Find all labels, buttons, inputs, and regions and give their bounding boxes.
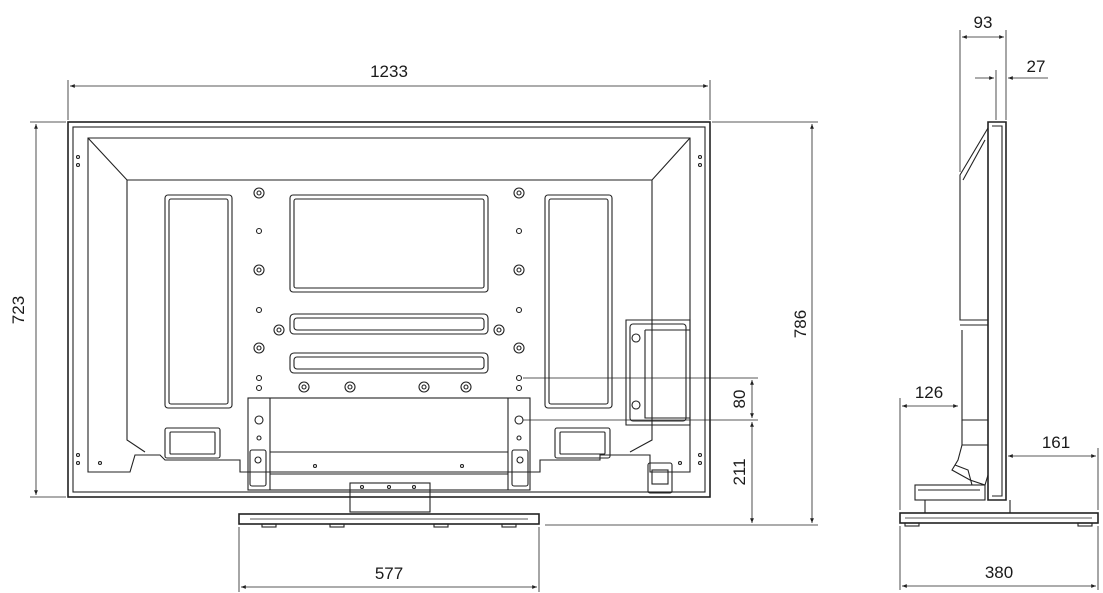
label-height-overall: 786 [791, 310, 810, 338]
label-height-panel: 723 [9, 296, 28, 324]
dim-height-overall: 786 [545, 121, 818, 526]
label-stand-height: 211 [730, 458, 749, 485]
dim-stand-depth: 380 [899, 526, 1099, 590]
dim-width-overall: 1233 [67, 62, 711, 120]
dim-stand-rear: 161 [1008, 433, 1099, 510]
rear-view [67, 121, 711, 528]
label-stand-offset: 126 [915, 383, 943, 402]
dim-stand-height: 211 [730, 422, 754, 523]
dim-depth-panel: 27 [975, 57, 1048, 120]
label-mount-offset: 80 [730, 390, 749, 409]
dim-stand-width: 577 [238, 527, 540, 592]
label-depth-top: 93 [974, 13, 993, 32]
dim-height-panel: 723 [9, 121, 66, 498]
label-stand-depth: 380 [985, 563, 1013, 582]
stand-base [238, 482, 540, 528]
label-stand-width: 577 [375, 564, 403, 583]
label-depth-panel: 27 [1027, 57, 1046, 76]
mount-screws [75, 154, 703, 466]
label-width-overall: 1233 [370, 62, 408, 81]
label-stand-rear: 161 [1042, 433, 1070, 452]
dim-stand-offset: 126 [899, 383, 958, 510]
dim-depth-top: 93 [959, 13, 1007, 172]
stand-bracket [247, 397, 531, 491]
dim-mount-offset: 80 [523, 377, 758, 421]
side-view [899, 121, 1099, 527]
